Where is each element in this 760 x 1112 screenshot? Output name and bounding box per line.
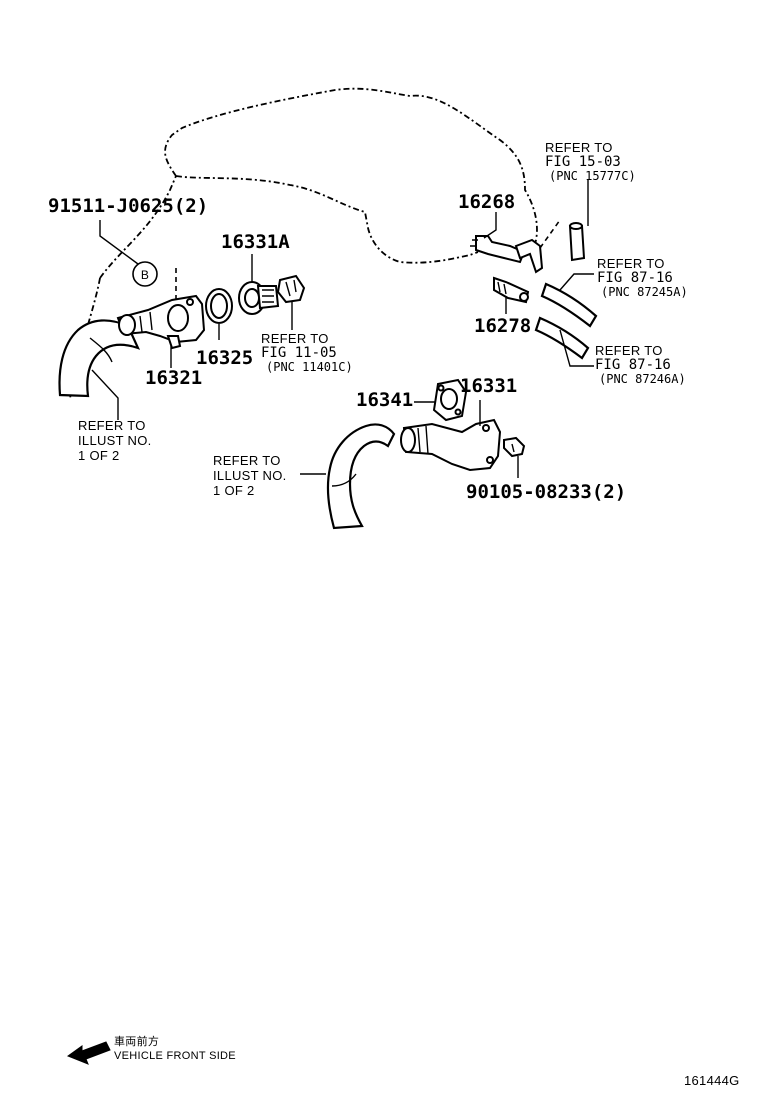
leader-illust-left bbox=[91, 369, 119, 420]
ref-fig8716b-line3: (PNC 87246A) bbox=[599, 372, 686, 386]
ref-illust-left-line2: ILLUST NO. bbox=[78, 433, 152, 448]
ref-fig8716a: REFER TO FIG 87-16 (PNC 87245A) bbox=[597, 256, 688, 299]
ref-fig1503: REFER TO FIG 15-03 (PNC 15777C) bbox=[545, 140, 636, 183]
coolant-outlet-cap bbox=[276, 274, 306, 304]
leader-16268 bbox=[483, 212, 497, 239]
ref-fig8716a-line1: REFER TO bbox=[597, 256, 665, 271]
ref-fig8716b-line2: FIG 87-16 bbox=[595, 357, 671, 373]
water-inlet-16321 bbox=[116, 294, 206, 350]
leader-91511 bbox=[99, 220, 139, 265]
ref-illust-left-line1: REFER TO bbox=[78, 418, 146, 433]
ref-fig1503-line1: REFER TO bbox=[545, 140, 613, 155]
hose-clamp-left bbox=[89, 337, 113, 363]
ref-illust-mid-line3: 1 OF 2 bbox=[213, 483, 255, 498]
ref-fig1105-line2: FIG 11-05 bbox=[261, 345, 337, 361]
water-outlet-16331 bbox=[400, 418, 502, 472]
callout-b-circle bbox=[132, 261, 158, 287]
gasket-16325 bbox=[205, 288, 233, 324]
bolt-90105 bbox=[503, 436, 526, 458]
part-number-91511: 91511-J0625(2) bbox=[48, 195, 208, 217]
part-number-16331: 16331 bbox=[460, 375, 517, 397]
ref-illust-mid-line1: REFER TO bbox=[213, 453, 281, 468]
ref-fig8716a-line3: (PNC 87245A) bbox=[601, 285, 688, 299]
part-number-16268: 16268 bbox=[458, 191, 515, 213]
water-bypass-pipe-16268 bbox=[470, 235, 544, 274]
ref-illust-mid: REFER TO ILLUST NO. 1 OF 2 bbox=[213, 453, 287, 498]
ref-illust-left: REFER TO ILLUST NO. 1 OF 2 bbox=[78, 418, 152, 463]
bypass-guide-line bbox=[539, 219, 561, 249]
ref-fig8716b: REFER TO FIG 87-16 (PNC 87246A) bbox=[595, 343, 686, 386]
ref-fig8716a-line2: FIG 87-16 bbox=[597, 270, 673, 286]
ref-fig1503-line2: FIG 15-03 bbox=[545, 154, 621, 170]
vehicle-front-en: VEHICLE FRONT SIDE bbox=[114, 1050, 236, 1062]
ref-fig1105: REFER TO FIG 11-05 (PNC 11401C) bbox=[261, 331, 353, 374]
ref-fig1105-line1: REFER TO bbox=[261, 331, 329, 346]
heater-hose-a bbox=[540, 282, 598, 328]
part-number-16321: 16321 bbox=[145, 367, 202, 389]
part-number-16278: 16278 bbox=[474, 315, 531, 337]
gasket-16341 bbox=[432, 378, 468, 422]
ref-fig8716b-line1: REFER TO bbox=[595, 343, 663, 358]
part-number-16325: 16325 bbox=[196, 347, 253, 369]
hose-clamp-middle bbox=[331, 473, 357, 487]
radiator-hose-left bbox=[58, 319, 141, 398]
ref-illust-left-line3: 1 OF 2 bbox=[78, 448, 120, 463]
radiator-hose-middle bbox=[326, 423, 396, 530]
pipe-fig1503 bbox=[568, 222, 586, 262]
front-arrow-icon bbox=[66, 1041, 111, 1065]
part-number-90105: 90105-08233(2) bbox=[466, 481, 626, 503]
leader-fig8716b bbox=[559, 329, 594, 367]
ref-illust-mid-line2: ILLUST NO. bbox=[213, 468, 287, 483]
leader-fig8716a bbox=[559, 273, 594, 291]
part-number-16341: 16341 bbox=[356, 389, 413, 411]
water-bypass-pipe-16278 bbox=[493, 276, 530, 304]
ref-fig1105-line3: (PNC 11401C) bbox=[266, 360, 353, 374]
vehicle-front-jp: 車両前方 bbox=[114, 1034, 159, 1048]
figure-id: 161444G bbox=[684, 1073, 740, 1088]
callout-b-label: B bbox=[141, 268, 149, 282]
vehicle-front-indicator: 車両前方 VEHICLE FRONT SIDE bbox=[66, 1034, 236, 1065]
part-number-16331A: 16331A bbox=[221, 231, 290, 253]
thermostat-16331A bbox=[238, 281, 280, 315]
ref-fig1503-line3: (PNC 15777C) bbox=[549, 169, 636, 183]
